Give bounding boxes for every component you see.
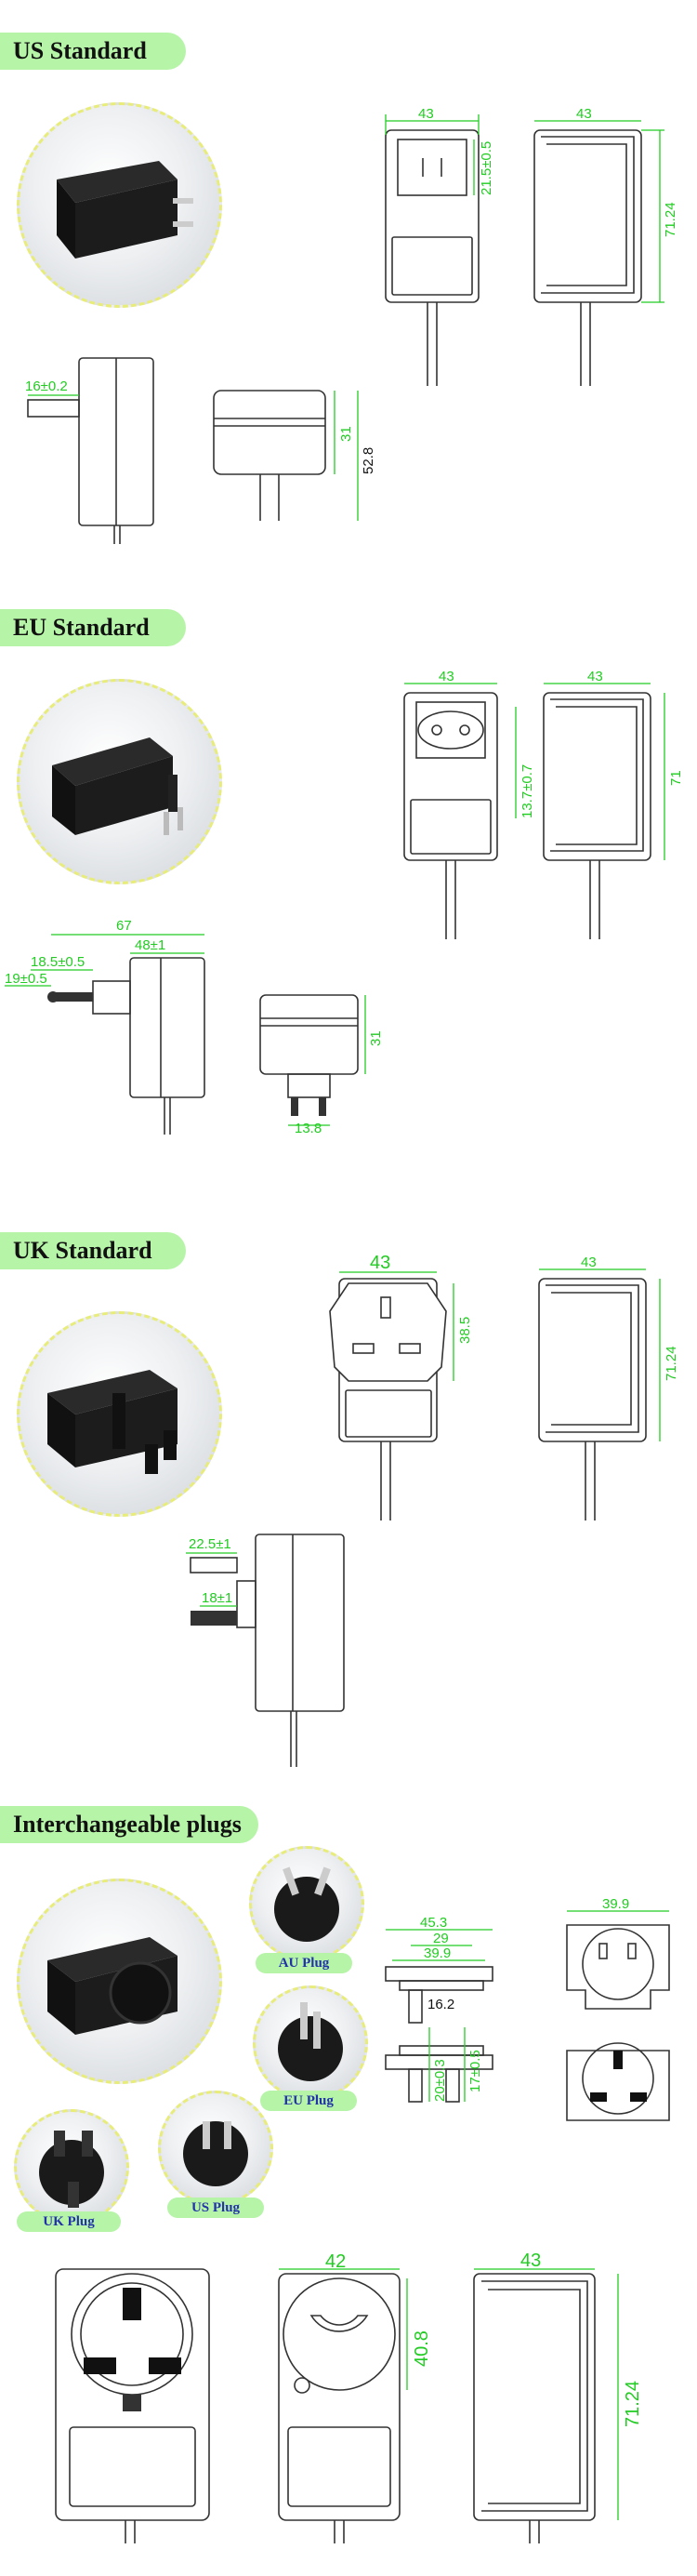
section-us: US Standard 43 21.5±0.5 43 [0, 0, 697, 595]
eu-side-drawing: 67 48±1 18.5±0.5 19±0.5 [5, 918, 205, 1135]
adapter-width1: 45.3 [420, 1915, 447, 1931]
us-top-total: 52.8 [361, 447, 376, 474]
adapter-photo-icon [47, 1937, 178, 2035]
section-interchangeable: Interchangeable plugs AU Plug EU Plug [0, 1795, 697, 2576]
adapter-photo-icon [52, 737, 183, 835]
adapter-plate-drawing: 45.3 29 39.9 16.2 20±0.3 17±0.5 [385, 1915, 493, 2103]
au-plug-photo [249, 1846, 364, 1961]
uk-back-height: 71.24 [664, 1346, 679, 1381]
adapter-height2: 17±0.5 [467, 2050, 483, 2092]
section-title-uk: UK Standard [0, 1232, 186, 1269]
au-plug-label: AU Plug [256, 1953, 352, 1973]
adapter-photo-uk [17, 1311, 222, 1517]
interchangeable-front-width: 42 [325, 2251, 346, 2272]
eu-front-drawing: 43 13.7±0.7 [403, 669, 535, 939]
uk-front-width: 43 [370, 1253, 390, 1273]
adapter-photo-interchangeable [17, 1879, 222, 2084]
us-front-width: 43 [418, 106, 434, 122]
eu-top-height: 31 [368, 1030, 384, 1046]
us-top-height: 31 [338, 426, 354, 442]
eu-front-pin: 13.7±0.7 [519, 764, 535, 818]
adapter-photo-us [17, 102, 222, 308]
uk-side-pin2: 18±1 [202, 1590, 232, 1606]
section-title-interchangeable: Interchangeable plugs [0, 1806, 258, 1843]
interchangeable-front-drawing [55, 2268, 210, 2543]
eu-back-drawing: 43 71 [543, 669, 684, 939]
uk-plug-label: UK Plug [17, 2211, 121, 2232]
adapter-height1: 20±0.3 [432, 2059, 448, 2102]
uk-back-drawing: 43 71.24 [538, 1255, 679, 1520]
uk-side-pin1: 22.5±1 [189, 1536, 231, 1552]
us-back-drawing: 43 71.24 [533, 106, 678, 386]
interchangeable-mid-drawing: 42 40.8 [278, 2251, 432, 2543]
adapter-width3: 39.9 [424, 1945, 451, 1961]
us-back-height: 71.24 [663, 202, 678, 237]
us-plug-icon [183, 2121, 248, 2186]
adapter-photo-eu [17, 679, 222, 884]
eu-side-pin1: 18.5±0.5 [31, 954, 85, 970]
eu-side-body: 48±1 [135, 937, 165, 953]
au-plug-icon [274, 1866, 339, 1942]
interchangeable-front-height: 40.8 [412, 2330, 432, 2367]
eu-side-total: 67 [116, 918, 132, 934]
adapter-photo-icon [57, 161, 193, 259]
section-uk: UK Standard 43 38.5 43 71.24 [0, 1218, 697, 1795]
us-side-drawing: 16±0.2 [25, 357, 154, 544]
round-adapter-drawing: 39.9 [566, 1896, 670, 2121]
us-side-pin: 16±0.2 [25, 378, 68, 394]
eu-plug-label: EU Plug [260, 2091, 357, 2111]
uk-plug-icon [39, 2131, 104, 2208]
section-title-us: US Standard [0, 33, 186, 70]
eu-back-width: 43 [587, 669, 603, 684]
eu-top-pin: 13.8 [295, 1121, 322, 1136]
us-top-drawing: 31 52.8 [213, 390, 376, 521]
us-front-drawing: 43 21.5±0.5 [385, 106, 494, 386]
adapter-depth: 16.2 [427, 1997, 454, 2012]
uk-front-height: 38.5 [457, 1317, 473, 1344]
us-plug-photo [158, 2091, 273, 2206]
uk-side-drawing: 22.5±1 18±1 [186, 1534, 345, 1767]
us-plug-label: US Plug [167, 2198, 264, 2218]
uk-plug-photo [14, 2109, 129, 2224]
section-eu: EU Standard 43 13.7±0.7 43 7 [0, 595, 697, 1218]
interchangeable-back-height: 71.24 [623, 2381, 643, 2427]
interchangeable-back-drawing: 43 71.24 [473, 2251, 643, 2543]
uk-front-drawing: 43 38.5 [329, 1253, 473, 1520]
eu-front-width: 43 [439, 669, 454, 684]
us-front-slot: 21.5±0.5 [479, 141, 494, 195]
us-back-width: 43 [576, 106, 592, 122]
adapter-photo-icon [47, 1370, 178, 1474]
interchangeable-back-width: 43 [520, 2251, 541, 2271]
adapter-width2: 29 [433, 1931, 449, 1946]
eu-plug-icon [278, 2002, 343, 2081]
eu-plug-photo [253, 1985, 368, 2101]
section-title-eu: EU Standard [0, 609, 186, 646]
uk-back-width: 43 [581, 1255, 597, 1270]
eu-side-pin2: 19±0.5 [5, 971, 47, 987]
round-adapter-width: 39.9 [602, 1896, 629, 1912]
eu-back-height: 71 [668, 770, 684, 786]
eu-top-drawing: 31 13.8 [259, 994, 384, 1136]
